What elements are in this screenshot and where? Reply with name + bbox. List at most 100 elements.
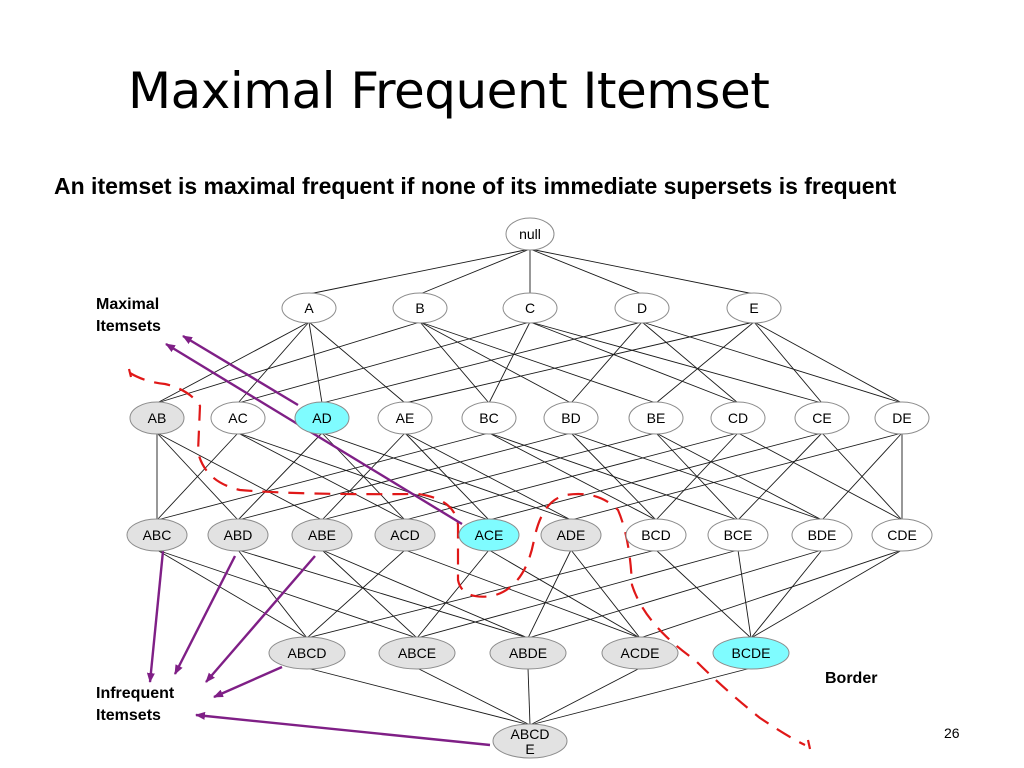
edge-ABC-ABCD <box>156 549 308 639</box>
arrow-maximal-AD <box>182 334 299 407</box>
edge-A-AC <box>237 321 310 404</box>
edge-C-CD <box>529 321 739 404</box>
itemset-label-ABC: ABC <box>143 527 172 543</box>
edge-D-BD <box>570 321 643 404</box>
itemset-node-AB: AB <box>129 401 185 435</box>
itemset-node-CE: CE <box>794 401 850 435</box>
itemset-ellipse-E <box>726 292 782 324</box>
itemset-node-C: C <box>502 292 558 324</box>
itemset-node-ACDE: ACDE <box>601 636 679 670</box>
itemset-ellipse-ABCD <box>268 636 346 670</box>
edge-BD-ABD <box>237 432 572 521</box>
itemset-node-BCE: BCE <box>707 518 769 552</box>
edge-BD-BCD <box>570 432 657 521</box>
itemset-label-ADE: ADE <box>557 527 586 543</box>
itemset-label-ABE: ABE <box>308 527 336 543</box>
lattice-edges <box>156 248 903 726</box>
itemset-ellipse-null <box>505 217 555 251</box>
itemset-label-AE: AE <box>396 410 415 426</box>
edge-BCDE-ABCDE <box>529 667 752 726</box>
annotation-arrows <box>146 334 491 747</box>
itemset-label-ACE: ACE <box>475 527 504 543</box>
itemset-ellipse-ACDE <box>601 636 679 670</box>
itemset-label-AB: AB <box>148 410 167 426</box>
itemset-node-A: A <box>281 292 337 324</box>
edge-ACD-ABCD <box>306 549 406 639</box>
infrequent-itemsets-label: Infrequent Itemsets <box>96 683 174 727</box>
itemset-label-DE: DE <box>892 410 911 426</box>
edge-AD-ABD <box>237 432 323 521</box>
edge-null-E <box>529 248 755 295</box>
itemset-ellipse-BCDE <box>712 636 790 670</box>
edge-D-DE <box>641 321 903 404</box>
edge-CD-CDE <box>737 432 903 521</box>
itemset-ellipse-ABE <box>291 518 353 552</box>
itemset-node-BCD: BCD <box>625 518 687 552</box>
arrow-infrequent-ABE <box>205 555 316 683</box>
itemset-node-B: B <box>392 292 448 324</box>
arrow-maximal-ACE <box>165 342 463 526</box>
edge-DE-BDE <box>821 432 903 521</box>
arrow-infrequent-ABC <box>146 550 165 683</box>
edge-null-D <box>529 248 643 295</box>
itemset-label-ABCD: ABCD <box>288 645 327 661</box>
itemset-node-ABDE: ABDE <box>489 636 567 670</box>
edge-AE-ABE <box>321 432 406 521</box>
itemset-label-D: D <box>637 300 647 316</box>
itemset-ellipse-ABDE <box>489 636 567 670</box>
itemset-node-ACE: ACE <box>458 518 520 552</box>
edge-ABC-ABCE <box>156 549 418 639</box>
itemset-label-BCD: BCD <box>641 527 671 543</box>
edge-ABE-ABDE <box>321 549 529 639</box>
itemset-ellipse-CDE <box>871 518 933 552</box>
itemset-node-BDE: BDE <box>791 518 853 552</box>
edge-BDE-BCDE <box>750 549 823 639</box>
edge-E-AE <box>404 321 755 404</box>
edge-CE-BCE <box>737 432 823 521</box>
edge-ACD-ACDE <box>404 549 641 639</box>
edge-E-CE <box>753 321 823 404</box>
edge-A-AD <box>308 321 323 404</box>
edge-B-AB <box>156 321 421 404</box>
border-start-cap <box>127 368 133 378</box>
itemset-node-AC: AC <box>210 401 266 435</box>
edge-ABDE-ABCDE <box>527 667 531 726</box>
itemset-node-ABE: ABE <box>291 518 353 552</box>
edge-E-BE <box>655 321 755 404</box>
itemset-node-BCDE: BCDE <box>712 636 790 670</box>
itemset-label-BDE: BDE <box>808 527 837 543</box>
edge-ACE-ACDE <box>488 549 641 639</box>
edge-B-BD <box>419 321 572 404</box>
maximal-label-line1: Maximal <box>96 296 160 313</box>
maximal-itemsets-label: Maximal Itemsets <box>96 294 161 338</box>
edge-C-BC <box>488 321 531 404</box>
edge-AB-ABE <box>156 432 323 521</box>
edge-BC-ABC <box>156 432 490 521</box>
itemset-ellipse-ACD <box>374 518 436 552</box>
edge-C-CE <box>529 321 823 404</box>
slide-title: Maximal Frequent Itemset <box>128 62 770 120</box>
itemset-node-AE: AE <box>377 401 433 435</box>
itemset-ellipse-AB <box>129 401 185 435</box>
maximal-label-line2: Itemsets <box>96 318 161 335</box>
infrequent-label-line1: Infrequent <box>96 685 175 702</box>
itemset-node-CDE: CDE <box>871 518 933 552</box>
itemset-label-ABCE: ABCE <box>398 645 436 661</box>
slide-subtitle: An itemset is maximal frequent if none o… <box>54 173 897 199</box>
itemset-label-BD: BD <box>561 410 580 426</box>
edge-CD-BCD <box>655 432 739 521</box>
itemset-node-ADE: ADE <box>540 518 602 552</box>
itemset-ellipse-BCE <box>707 518 769 552</box>
edge-ABCD-ABCDE <box>306 667 531 726</box>
edge-E-DE <box>753 321 903 404</box>
itemset-ellipse-CD <box>710 401 766 435</box>
edge-A-AB <box>156 321 310 404</box>
itemset-ellipse-ABD <box>207 518 269 552</box>
itemset-label-CDE: CDE <box>887 527 917 543</box>
itemset-node-ABCD: ABCD <box>268 636 346 670</box>
edge-B-BE <box>419 321 657 404</box>
edge-ABCE-ABCDE <box>416 667 531 726</box>
itemset-ellipse-CE <box>794 401 850 435</box>
